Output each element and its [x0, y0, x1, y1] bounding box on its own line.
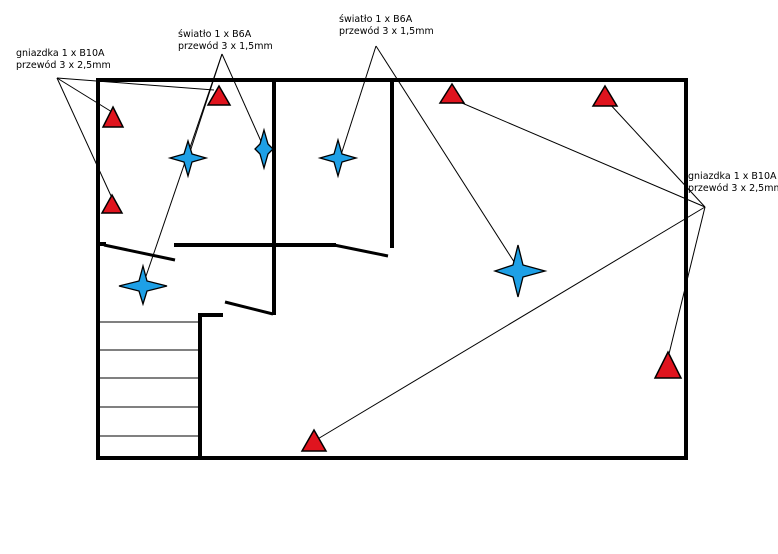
- leader-line: [375, 45, 519, 269]
- socket-triangle-icon: [438, 82, 466, 104]
- leader-line: [143, 53, 223, 283]
- leader-line: [454, 99, 706, 208]
- leader-line: [315, 206, 706, 441]
- light-star-icon: [254, 127, 274, 171]
- door-room1: [103, 243, 176, 262]
- leader-line: [221, 53, 265, 149]
- sockets-left-label-line2: przewód 3 x 2,5mm: [16, 60, 111, 71]
- leader-line: [56, 77, 113, 199]
- light-star-icon: [492, 244, 548, 298]
- lights: [118, 127, 548, 307]
- leader-line: [56, 77, 215, 91]
- sockets-right-label: gniazdka 1 x B10A przewód 3 x 2,5mm: [688, 171, 778, 195]
- lights-left-label: światło 1 x B6A przewód 3 x 1,5mm: [178, 29, 273, 53]
- light-star-icon: [317, 137, 359, 179]
- sockets-left-label-line1: gniazdka 1 x B10A: [16, 48, 105, 59]
- leader-line: [56, 77, 113, 113]
- door-stair: [224, 300, 274, 316]
- socket-triangle-icon: [206, 84, 232, 106]
- sockets: [100, 82, 683, 452]
- sockets-right-label-line1: gniazdka 1 x B10A: [688, 171, 777, 182]
- socket-triangle-icon: [100, 193, 124, 214]
- sockets-left-label: gniazdka 1 x B10A przewód 3 x 2,5mm: [16, 48, 111, 72]
- lights-right-label-line1: światło 1 x B6A: [339, 14, 413, 25]
- light-star-icon: [118, 263, 168, 307]
- lights-right-label-line2: przewód 3 x 1,5mm: [339, 26, 434, 37]
- sockets-right-label-line2: przewód 3 x 2,5mm: [688, 183, 778, 194]
- socket-triangle-icon: [101, 105, 125, 128]
- stairs: [100, 321, 198, 437]
- leader-line: [339, 45, 377, 159]
- leader-line: [607, 101, 706, 208]
- doors: [103, 243, 389, 316]
- walls: [96, 78, 688, 460]
- lights-right-label: światło 1 x B6A przewód 3 x 1,5mm: [339, 14, 434, 38]
- socket-triangle-icon: [591, 84, 619, 107]
- light-star-icon: [167, 138, 209, 179]
- socket-triangle-icon: [653, 350, 683, 379]
- door-room2: [333, 243, 389, 258]
- leader-line: [667, 206, 706, 359]
- lights-left-label-line1: światło 1 x B6A: [178, 29, 252, 40]
- lights-left-label-line2: przewód 3 x 1,5mm: [178, 41, 273, 52]
- leader-lines: [56, 45, 706, 441]
- socket-triangle-icon: [300, 428, 328, 452]
